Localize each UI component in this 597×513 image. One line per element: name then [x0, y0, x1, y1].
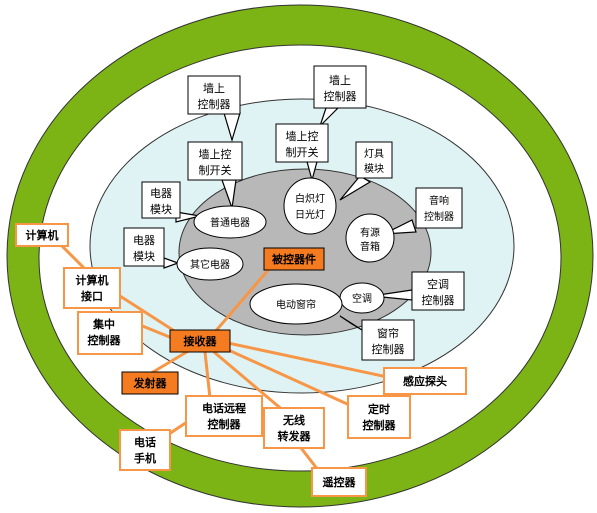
callout-boxes	[123, 65, 465, 361]
callout-arrows	[163, 107, 417, 331]
bubble-audio-source-l1: 有源	[360, 226, 380, 239]
wireless-repeater-l1: 无线	[282, 413, 305, 427]
box-receiver	[169, 329, 231, 353]
box-sensor-probe	[383, 367, 467, 395]
box-ac-controller	[411, 271, 465, 311]
box-wall-switch-1	[187, 141, 243, 181]
box-wall-switch-2	[275, 123, 329, 163]
wall-controller-2-l1: 墙上	[329, 73, 351, 87]
box-phone-remote-controller	[185, 395, 263, 437]
box-appliance-module-2	[123, 227, 165, 267]
bubble-other-appliance-label: 其它电器	[190, 258, 230, 271]
bubble-incandescent	[283, 177, 337, 235]
receiver-connections	[58, 242, 393, 471]
bubble-incandescent-l2: 日光灯	[295, 208, 325, 221]
bubble-curtain-label: 电动窗帘	[276, 298, 316, 311]
box-timer-controller	[347, 395, 411, 439]
phone-remote-controller-l2: 控制器	[208, 417, 242, 431]
box-transmitter	[121, 371, 179, 395]
box-phone	[119, 429, 171, 471]
device-bubbles	[176, 177, 395, 325]
line-receiver-device	[212, 261, 277, 334]
appliance-module-2-l2: 模块	[133, 250, 155, 263]
audio-controller-l2: 控制器	[424, 210, 454, 223]
appliance-module-1-l2: 模块	[150, 203, 172, 216]
ac-controller-l1: 空调	[427, 277, 449, 291]
light-module-l1: 灯具	[364, 148, 384, 160]
line-receiver-iface	[119, 294, 177, 334]
curtain-controller-l1: 窗帘	[377, 326, 399, 340]
wall-switch-2-l1: 墙上控	[286, 129, 319, 143]
line-receiver-repeater	[213, 350, 286, 414]
wall-switch-1-l2: 制开关	[199, 163, 232, 177]
light-module-l2: 模块	[364, 163, 384, 175]
line-receiver-phone-remote	[203, 351, 212, 399]
arrow-curtain	[339, 315, 363, 331]
remote-label: 遥控器	[323, 475, 357, 489]
wall-controller-2-l2: 控制器	[324, 89, 357, 103]
arrow-light	[339, 175, 372, 201]
bubble-other-appliance	[176, 247, 244, 281]
wireless-repeater-l2: 转发器	[278, 429, 312, 443]
box-wall-controller-2	[313, 65, 367, 109]
bubble-audio-source-l2: 音箱	[360, 240, 380, 253]
box-central-controller	[77, 311, 143, 355]
computer-interface-l1: 计算机	[76, 273, 109, 287]
audio-controller-l1: 音响	[429, 194, 449, 207]
box-appliance-module-1	[141, 181, 181, 219]
box-remote	[311, 467, 367, 497]
receiver-label: 接收器	[184, 334, 218, 348]
box-audio-controller	[415, 187, 463, 229]
box-computer	[15, 223, 69, 247]
ac-controller-l2: 控制器	[422, 293, 455, 307]
bubble-audio-source	[345, 213, 395, 263]
curtain-controller-l2: 控制器	[372, 342, 405, 356]
phone-remote-controller-l1: 电话远程	[202, 401, 246, 415]
controlled-device-label: 被控器件	[272, 252, 316, 266]
line-receiver-timer	[223, 346, 357, 410]
bubble-ac-label: 空调	[352, 292, 372, 305]
bubble-incandescent-l1: 白炽灯	[295, 192, 325, 205]
central-controller-l1: 集中	[92, 317, 115, 331]
appliance-module-1-l1: 电器	[150, 187, 172, 200]
appliance-module-2-l1: 电器	[133, 234, 155, 247]
box-computer-interface	[63, 267, 121, 309]
box-curtain-controller	[361, 319, 415, 361]
wall-controller-1-l2: 控制器	[198, 97, 231, 111]
line-computer-iface	[58, 242, 88, 272]
phone-l2: 手机	[134, 451, 156, 465]
bubble-ordinary-appliance-label: 普通电器	[210, 216, 250, 229]
box-wall-controller-1	[187, 75, 241, 115]
wall-switch-2-l2: 制开关	[286, 145, 319, 159]
wall-switch-1-l1: 墙上控	[199, 147, 232, 161]
box-light-module	[355, 141, 393, 179]
phone-l1: 电话	[134, 435, 156, 449]
line-receiver-transmitter	[147, 348, 191, 377]
box-wireless-repeater	[263, 407, 325, 449]
computer-label: 计算机	[26, 228, 59, 242]
wall-controller-1-l1: 墙上	[203, 81, 225, 95]
transmitter-label: 发射器	[133, 376, 168, 390]
line-receiver-sensor	[227, 341, 393, 380]
line-receiver-central	[139, 323, 173, 340]
external-boxes	[15, 223, 467, 497]
timer-controller-l1: 定时	[368, 402, 390, 416]
bubble-ordinary-appliance	[193, 205, 267, 239]
sensor-probe-label: 感应探头	[403, 374, 447, 388]
box-controlled-device	[263, 247, 325, 271]
bubble-curtain	[249, 283, 343, 325]
central-controller-l2: 控制器	[88, 333, 122, 347]
timer-controller-l2: 控制器	[363, 418, 397, 432]
computer-interface-l2: 接口	[81, 289, 103, 303]
